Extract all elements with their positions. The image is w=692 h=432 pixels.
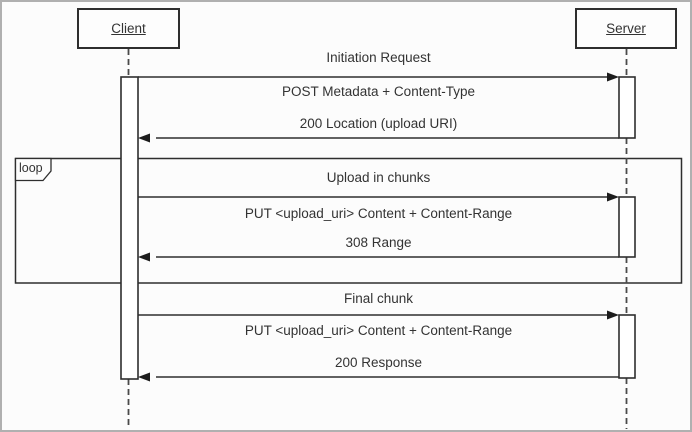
- message-arrow-200-location: [138, 133, 619, 143]
- server-actor-box: Server: [575, 8, 677, 49]
- message-label-200-location: 200 Location (upload URI): [299, 116, 458, 131]
- loop-label: loop: [19, 161, 43, 175]
- message-label-put-chunk: PUT <upload_uri> Content + Content-Range: [244, 206, 513, 221]
- message-arrow-308-range: [138, 252, 619, 262]
- loop-frame: [14, 157, 683, 284]
- message-label-200-response: 200 Response: [334, 355, 423, 370]
- message-arrow-put-final: [138, 310, 619, 320]
- client-activation-bar: [120, 76, 139, 380]
- section-title-final-chunk: Final chunk: [343, 291, 414, 306]
- server-activation-bar-3: [618, 314, 636, 379]
- message-label-post-metadata: POST Metadata + Content-Type: [282, 84, 475, 99]
- message-arrow-put-chunk: [138, 192, 619, 202]
- client-actor-label: Client: [111, 21, 146, 36]
- message-label-put-final: PUT <upload_uri> Content + Content-Range: [244, 323, 513, 338]
- message-arrow-200-response: [138, 372, 619, 382]
- section-title-upload-in-chunks: Upload in chunks: [326, 170, 431, 185]
- section-title-initiation-request: Initiation Request: [326, 50, 431, 65]
- message-label-308-range: 308 Range: [345, 235, 412, 250]
- server-actor-label: Server: [606, 21, 646, 36]
- server-activation-bar-2: [618, 196, 636, 258]
- message-arrow-post-metadata: [138, 72, 619, 82]
- server-activation-bar-1: [618, 76, 636, 139]
- client-actor-box: Client: [77, 8, 180, 49]
- loop-label-pentagon: [14, 157, 52, 182]
